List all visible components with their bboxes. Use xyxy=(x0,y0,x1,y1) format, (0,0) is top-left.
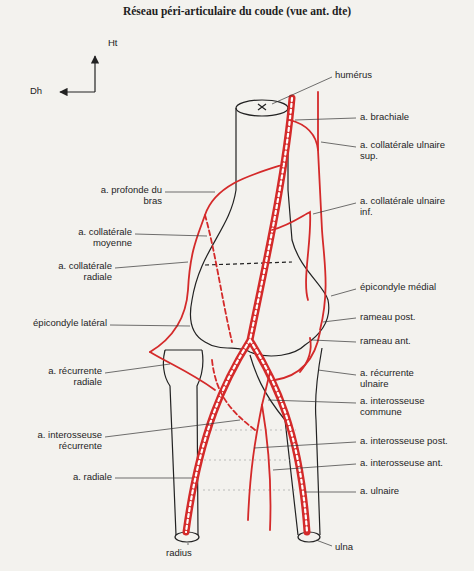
part-label: a. profonde du bras xyxy=(92,185,162,207)
part-label: a. interosseuse récurrente xyxy=(17,430,102,452)
part-label: a. ulnaire xyxy=(360,486,399,497)
part-label: Ht xyxy=(108,38,118,49)
part-label: radius xyxy=(166,548,192,559)
part-label: épicondyle latéral xyxy=(27,318,107,329)
part-label: a. collatérale moyenne xyxy=(47,227,132,249)
part-label: a. collatérale ulnaire inf. xyxy=(360,196,452,218)
part-label: épicondyle médial xyxy=(360,282,440,293)
part-label: ulna xyxy=(335,542,353,553)
part-label: a. récurrente radiale xyxy=(17,366,102,388)
diagram-title: Réseau péri-articulaire du coude (vue an… xyxy=(0,5,474,18)
part-label: rameau ant. xyxy=(360,336,411,347)
part-label: a. interosseuse post. xyxy=(360,436,448,447)
part-label: Dh xyxy=(30,86,42,97)
part-label: a. collatérale radiale xyxy=(27,261,112,283)
part-label: humérus xyxy=(335,70,372,81)
part-label: rameau post. xyxy=(360,312,415,323)
arteries xyxy=(150,92,326,532)
part-label: a. récurrente ulnaire xyxy=(360,368,445,390)
leader-lines xyxy=(105,77,356,546)
orientation-arrows xyxy=(60,56,95,92)
part-label: a. interosseuse ant. xyxy=(360,458,443,469)
part-label: a. brachiale xyxy=(360,112,409,123)
part-label: a. interosseuse commune xyxy=(360,396,455,418)
part-label: a. collatérale ulnaire sup. xyxy=(360,140,452,162)
part-label: a. radiale xyxy=(73,472,112,483)
